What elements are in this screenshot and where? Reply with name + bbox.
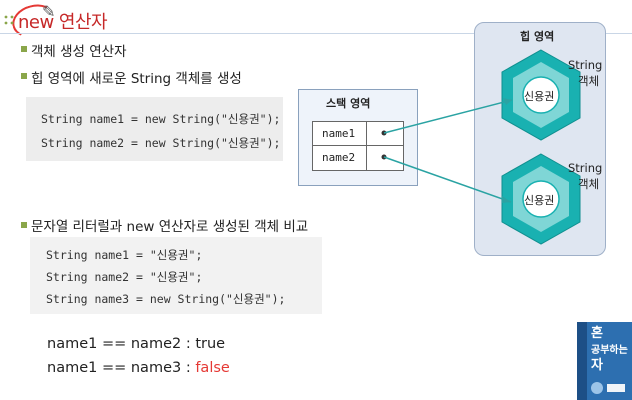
stack-title: 스택 영역 xyxy=(326,97,371,110)
comparison-result-false: false xyxy=(195,360,230,376)
bullet-text-1: 객체 생성 연산자 xyxy=(31,44,127,60)
heap-object-label-1a: String xyxy=(568,58,603,72)
book-title-char: 혼 xyxy=(591,326,603,341)
bullet-icon xyxy=(21,222,27,228)
heap-object-value-2: 신용권 xyxy=(524,194,555,207)
pencil-icon: ✎ xyxy=(42,2,56,21)
stack-var-name2: name2 xyxy=(322,151,356,164)
stack-table: name1 name2 xyxy=(312,121,404,171)
heap-title: 힙 영역 xyxy=(520,30,555,43)
code-line: String name2 = new String("신용권"); xyxy=(41,136,281,150)
stack-var-name1: name1 xyxy=(322,127,356,140)
code-line: String name2 = "신용권"; xyxy=(46,270,203,284)
heap-object-label-1b: 객체 xyxy=(578,74,600,88)
code-line: String name1 = new String("신용권"); xyxy=(41,112,281,126)
comparison-result-true: true xyxy=(195,336,226,352)
comparison-line-1: name1 == name2 : true xyxy=(47,336,225,352)
diamond-bullet-icon xyxy=(4,15,14,25)
heap-object-label-2a: String xyxy=(568,161,603,175)
book-title-text: 공부하는 xyxy=(591,345,628,356)
heap-object-value-1: 신용권 xyxy=(524,90,555,103)
book-title-char: 자 xyxy=(591,358,603,373)
code-line: String name3 = new String("신용권"); xyxy=(46,292,286,306)
comparison-expr: name1 == name3 : xyxy=(47,360,196,376)
comparison-line-2: name1 == name3 : false xyxy=(47,360,230,376)
bullet-text-2: 힙 영역에 새로운 String 객체를 생성 xyxy=(31,71,242,87)
code-line: String name1 = "신용권"; xyxy=(46,248,203,262)
book-cover-image: 혼 공부하는 자 xyxy=(577,322,632,400)
code-block-2: String name1 = "신용권"; String name2 = "신용… xyxy=(30,237,322,314)
comparison-expr: name1 == name2 : xyxy=(47,336,196,352)
code-block-1: String name1 = new String("신용권"); String… xyxy=(26,97,283,161)
bullet-icon xyxy=(21,46,27,52)
page-title: new 연산자 xyxy=(18,12,108,33)
title-divider xyxy=(0,33,632,34)
bullet-text-3: 문자열 리터럴과 new 연산자로 생성된 객체 비교 xyxy=(31,219,309,235)
heap-object-label-2b: 객체 xyxy=(578,177,600,191)
bullet-icon xyxy=(21,73,27,79)
